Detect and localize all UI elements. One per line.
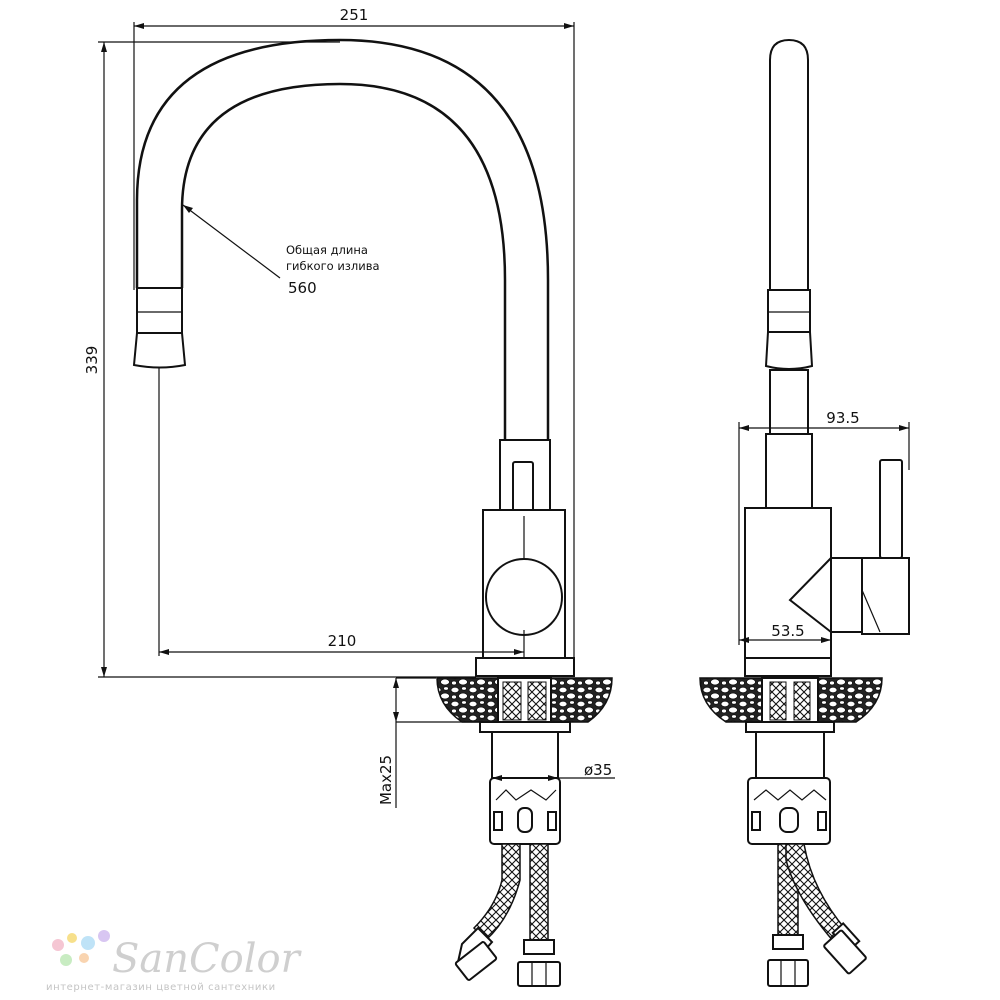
front-nozzle-tip	[132, 332, 187, 369]
watermark: SanColor интернет-магазин цветной сантех…	[46, 930, 303, 993]
watermark-dot	[60, 954, 72, 966]
side-neck	[765, 433, 813, 509]
dim-body-depth: 53.5	[771, 622, 804, 640]
watermark-tagline: интернет-магазин цветной сантехники	[46, 982, 276, 993]
front-hose-right	[529, 843, 549, 941]
side-nozzle-sleeve	[767, 289, 811, 333]
side-handle-wedge	[788, 555, 832, 635]
dim-total-width: 251	[340, 6, 369, 24]
side-lever	[879, 459, 903, 559]
side-spout-lower	[769, 369, 809, 435]
side-mount-tube	[755, 731, 825, 779]
front-spout-inner	[180, 82, 507, 440]
front-countertop-left	[436, 677, 499, 723]
side-nozzle-tip	[764, 331, 814, 370]
front-lever	[512, 461, 534, 517]
side-countertop-right	[817, 677, 883, 723]
side-handle-cartridge	[830, 557, 863, 633]
front-countertop-right	[550, 677, 613, 723]
dim-total-height: 339	[83, 346, 101, 375]
watermark-dot	[67, 933, 77, 943]
dim-thread-diameter: ø35	[584, 761, 612, 779]
side-base-flange	[744, 657, 832, 677]
side-spout	[769, 38, 809, 291]
watermark-dots	[52, 930, 110, 966]
watermark-dot	[79, 953, 89, 963]
side-washer	[745, 721, 835, 733]
watermark-dot	[81, 936, 95, 950]
side-handle-cap	[861, 557, 910, 635]
dim-spout-reach: 210	[328, 632, 357, 650]
dim-hose-length: 560	[288, 279, 317, 297]
front-view	[132, 38, 613, 987]
note-hose-length-line2: гибкого излива	[286, 259, 380, 273]
front-dimensions: 251 339 210 Общая длина гибкого излива 5…	[83, 6, 615, 808]
side-countertop-left	[699, 677, 763, 723]
side-view	[699, 38, 910, 987]
dim-max-counter-thickness: Max25	[377, 755, 395, 805]
front-nozzle-sleeve	[136, 287, 183, 334]
front-base-flange	[475, 657, 575, 677]
dim-side-depth: 93.5	[826, 409, 859, 427]
side-dimensions: 93.5 53.5	[738, 409, 910, 645]
watermark-dot	[98, 930, 110, 942]
front-hose-fitting-right	[523, 939, 555, 955]
watermark-dot	[52, 939, 64, 951]
note-hose-length-line1: Общая длина	[286, 243, 368, 257]
front-hose-left	[472, 843, 521, 942]
front-cartridge-cap	[485, 558, 563, 636]
front-spout	[135, 38, 550, 440]
front-mount-tube	[491, 731, 559, 779]
front-washer	[479, 721, 571, 733]
watermark-brand: SanColor	[112, 936, 303, 982]
side-hose-fitting-left	[772, 934, 804, 950]
